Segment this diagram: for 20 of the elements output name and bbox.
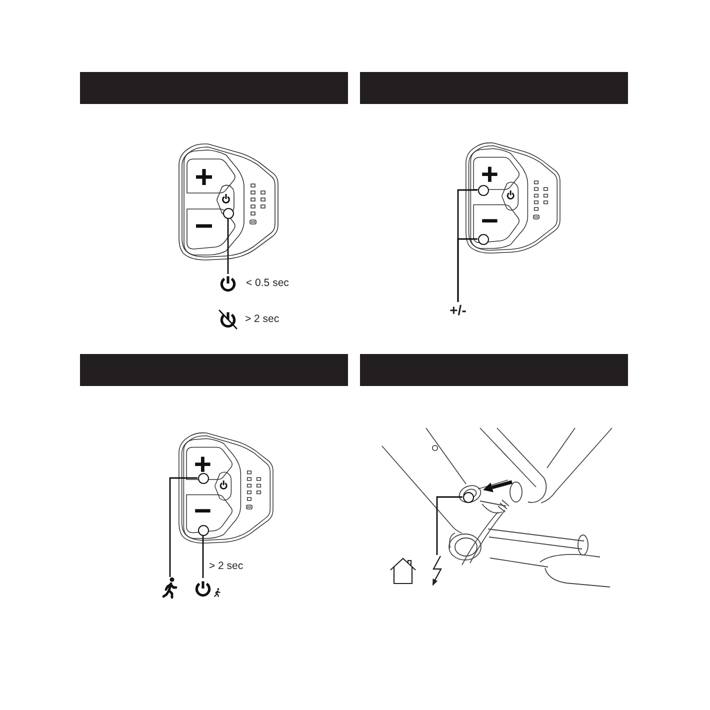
walking-person-icon: [162, 577, 178, 599]
callout-marker: [462, 492, 474, 502]
leader-line: [457, 238, 478, 302]
callout-marker: [198, 472, 208, 484]
lightning-icon: [430, 555, 444, 587]
duration-label: > 2 sec: [245, 312, 280, 326]
callout-marker: [478, 184, 488, 196]
leader-line: [169, 477, 198, 577]
callout-marker: [222, 208, 234, 218]
power-icon: [219, 274, 237, 292]
callout-marker: [478, 234, 488, 244]
callout-label: +/-: [444, 302, 472, 319]
duration-label: < 0.5 sec: [246, 276, 289, 290]
leader-line: [202, 536, 204, 578]
crossed-power-icon: [217, 308, 239, 330]
callout-marker: [198, 524, 208, 536]
duration-label: > 2 sec: [209, 559, 244, 573]
leader-line: [227, 218, 229, 274]
leader-line: [436, 496, 462, 555]
house-icon: [389, 557, 417, 585]
